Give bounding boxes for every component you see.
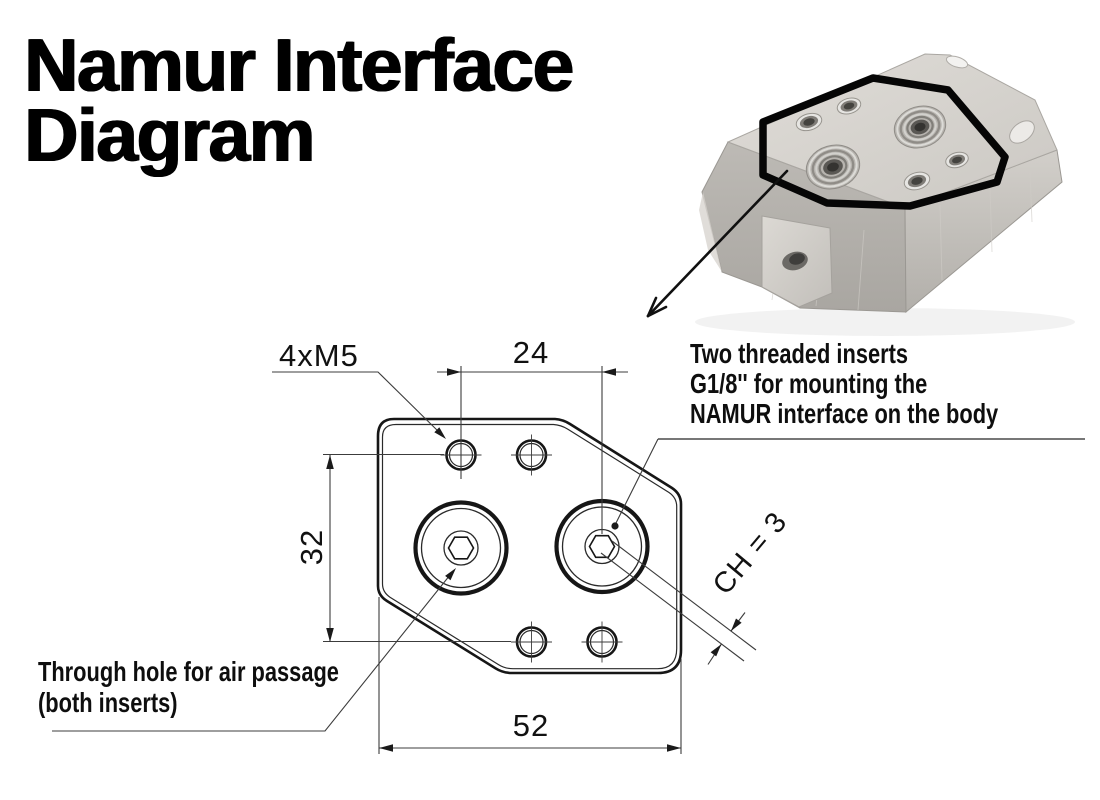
m5-hole-bottom-right (581, 621, 623, 663)
callout-arrow (646, 169, 789, 318)
valve-body-3d-render (646, 53, 1075, 336)
leader-4xm5 (272, 371, 446, 439)
small-hole-3d-top-mid (836, 97, 862, 115)
mounting-ear (761, 215, 833, 308)
dimension-24 (437, 366, 628, 534)
annotation-inserts-line3: NAMUR interface on the body (690, 398, 999, 429)
threaded-port-left-3d (805, 144, 861, 190)
small-hole-3d-right (945, 151, 969, 169)
edge-notch-left (699, 192, 722, 272)
edge-notch-top (945, 55, 969, 69)
annotation-inserts-line1: Two threaded inserts (690, 338, 909, 369)
plate-outline-inner (381, 423, 678, 670)
annotation-through-line2: (both inserts) (38, 687, 178, 718)
small-hole-3d-top-left (795, 112, 823, 132)
small-hole-3d-bottom-mid (903, 171, 931, 191)
label-dim-32: 32 (293, 528, 329, 566)
namur-2d-drawing (52, 366, 1085, 754)
label-hole-spec: 4xM5 (279, 338, 359, 373)
label-dim-24: 24 (512, 334, 550, 370)
page-title-line1: Namur Interface (24, 23, 574, 107)
annotation-inserts: Two threaded inserts G1/8'' for mounting… (690, 339, 998, 429)
page-title-line2: Diagram (24, 93, 315, 177)
label-dim-52: 52 (512, 707, 550, 743)
m5-hole-top-mid (511, 434, 552, 476)
m5-hole-bottom-mid (511, 621, 552, 663)
block-shadow (695, 308, 1075, 336)
threaded-port-right-3d (893, 105, 947, 149)
dimension-32 (323, 453, 511, 643)
threaded-insert-left (413, 500, 509, 596)
leader-through-hole (52, 568, 456, 732)
annotation-through-hole: Through hole for air passage (both inser… (38, 656, 339, 718)
namur-footprint-outline (759, 74, 1009, 210)
edge-notch-right (1009, 120, 1035, 144)
leader-inserts (611, 438, 1085, 530)
annotation-through-line1: Through hole for air passage (38, 656, 339, 687)
plate-outline-outer (376, 417, 683, 675)
leader-hex-ch3 (600, 540, 757, 665)
dimension-52 (378, 597, 682, 754)
annotation-inserts-line2: G1/8'' for mounting the (690, 368, 928, 399)
